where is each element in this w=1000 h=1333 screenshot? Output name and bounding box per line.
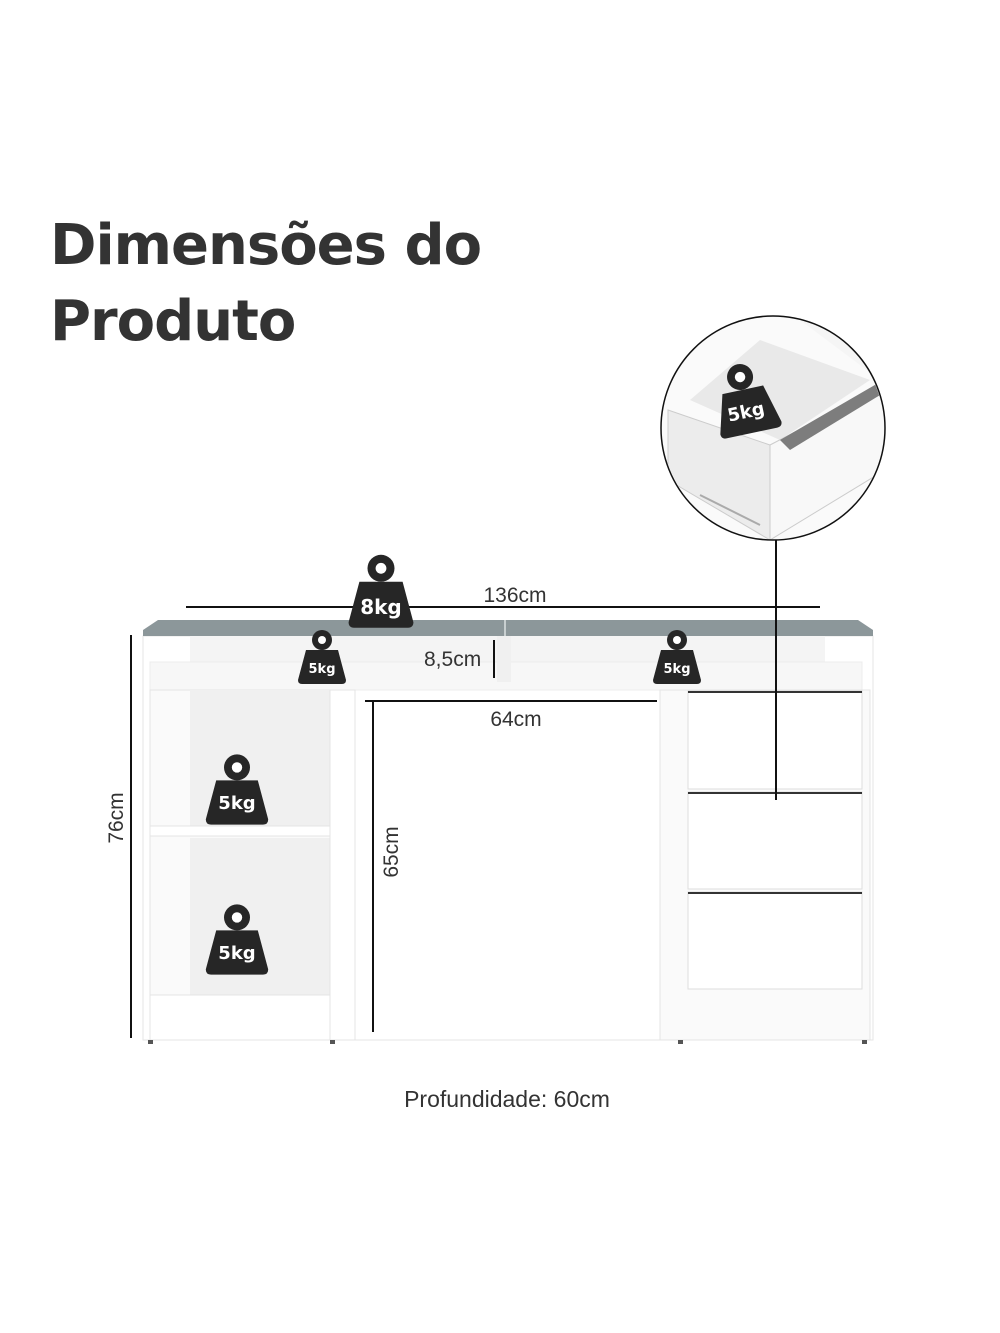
inner-height-label: 65cm bbox=[380, 826, 403, 877]
depth-label: Profundidade: 60cm bbox=[404, 1086, 610, 1112]
height-label: 76cm bbox=[105, 792, 128, 843]
title-line-1: Dimensões do bbox=[50, 213, 482, 278]
title-line-2: Produto bbox=[50, 289, 296, 354]
drawer-detail-magnifier: 5kg bbox=[660, 315, 886, 541]
page-title: Dimensões do Produto bbox=[50, 208, 482, 360]
width-label: 136cm bbox=[483, 584, 546, 607]
glass-top bbox=[143, 620, 873, 636]
top-height-label: 8,5cm bbox=[424, 648, 481, 671]
weight-upper-right: 5kg bbox=[664, 662, 691, 677]
weight-top: 8kg bbox=[360, 595, 402, 619]
desk bbox=[142, 620, 874, 1044]
weight-shelf-bottom: 5kg bbox=[218, 943, 255, 964]
weight-shelf-top: 5kg bbox=[218, 793, 255, 814]
weight-upper-left: 5kg bbox=[309, 662, 336, 677]
dimension-lines bbox=[130, 540, 820, 1038]
inner-width-label: 64cm bbox=[490, 708, 541, 731]
